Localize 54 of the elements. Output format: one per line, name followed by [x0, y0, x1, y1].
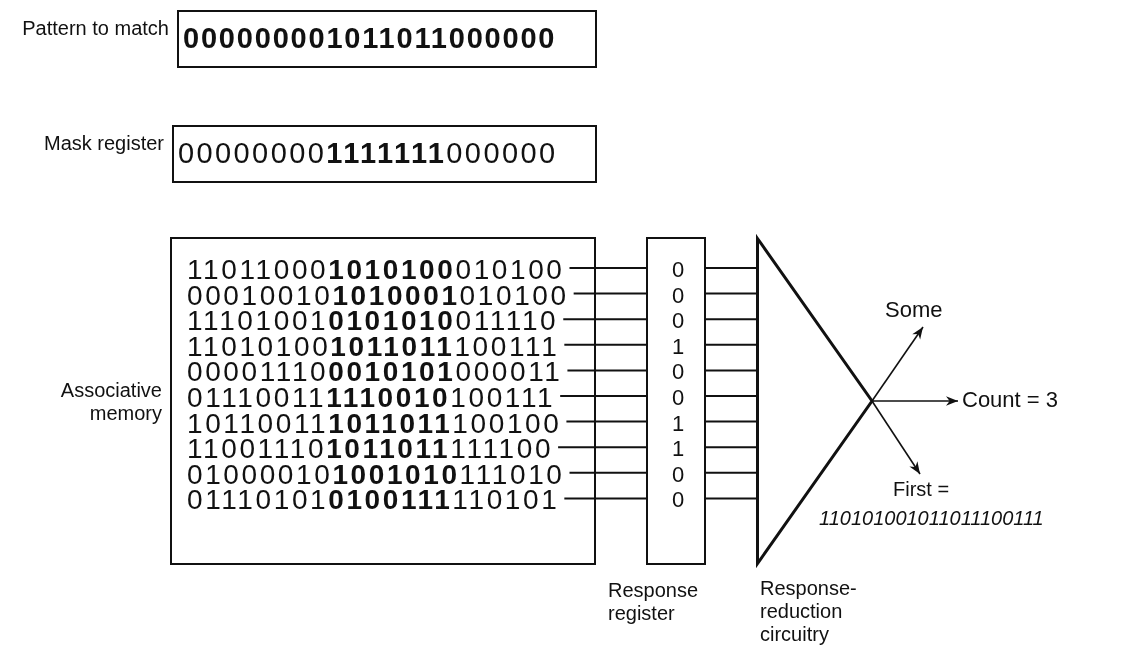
- connector-line: [705, 446, 757, 449]
- bit-string: 011101010100111110101: [174, 488, 596, 513]
- component-label: Response register: [608, 579, 700, 625]
- connector-line: [563, 343, 647, 346]
- output-label: First =: [893, 478, 950, 501]
- bit-value: 0: [650, 386, 706, 410]
- connector-line: [705, 267, 757, 269]
- connector-line: [705, 420, 757, 423]
- bit-string: 110110001010100010100: [174, 258, 596, 282]
- output-label: Count = 3: [962, 385, 1087, 415]
- connector-line: [572, 292, 647, 295]
- output-label: Some: [885, 295, 965, 325]
- connector-line: [557, 446, 647, 449]
- connector-line: [568, 267, 647, 269]
- bit-string: 000100101010001010100: [174, 283, 596, 308]
- connector-line: [559, 395, 647, 397]
- connector-line: [705, 292, 757, 295]
- bit-value: 1: [650, 411, 706, 436]
- bit-string: 000011100010101000011: [174, 360, 596, 385]
- bit-string: 110101001011011100111: [174, 334, 596, 359]
- bit-value: 0: [650, 283, 706, 308]
- connector-line: [705, 318, 757, 321]
- connector-line: [705, 343, 757, 346]
- arrow: [871, 400, 921, 475]
- arrow: [871, 326, 924, 402]
- bit-string: 110011101011011111100: [174, 437, 596, 462]
- component-label: Response-reduction circuitry: [760, 577, 858, 646]
- bit-string: 000000001011011000000: [183, 22, 557, 55]
- connector-line: [568, 471, 647, 474]
- component-label: Mask register: [42, 132, 164, 155]
- bit-value: 1: [650, 437, 706, 462]
- bit-value: 0: [650, 462, 706, 487]
- connector-line: [705, 497, 757, 500]
- bit-string: 101100111011011100100: [174, 411, 596, 436]
- bit-value: 0: [650, 309, 706, 334]
- component-label: Pattern to match: [21, 17, 169, 40]
- connector-line: [705, 395, 757, 397]
- connector-line: [563, 497, 647, 500]
- bit-value: 0: [650, 488, 706, 513]
- bit-value: 0: [650, 360, 706, 385]
- component-label: Associative memory: [59, 379, 162, 425]
- connector-line: [562, 318, 647, 321]
- bit-string: 000000001111111000000: [178, 137, 558, 170]
- connector-line: [566, 369, 647, 372]
- connector-line: [705, 471, 757, 474]
- connector-line: [565, 420, 647, 423]
- bit-string: 110101001011011100111: [819, 507, 1044, 530]
- bit-string: 010000101001010111010: [174, 462, 596, 487]
- bit-string: 111010010101010011110: [174, 309, 596, 334]
- bit-value: 0: [650, 258, 706, 282]
- connector-line: [705, 369, 757, 372]
- arrow: [871, 396, 959, 406]
- bit-value: 1: [650, 334, 706, 359]
- bit-string: 011100111110010100111: [174, 386, 596, 410]
